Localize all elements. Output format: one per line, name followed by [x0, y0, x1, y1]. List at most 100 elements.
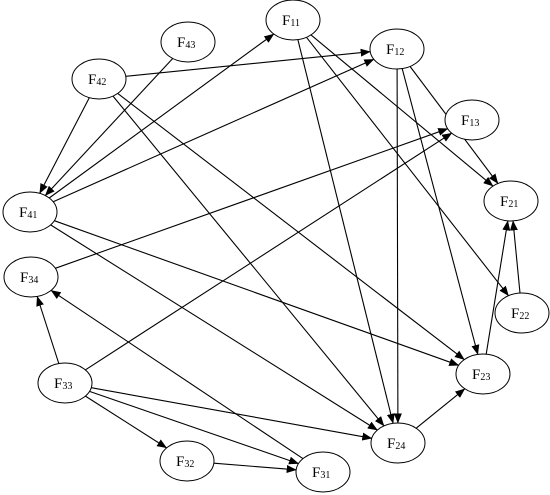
edge-f42-to-f41: [39, 97, 90, 194]
edge-f11-to-f22: [306, 36, 509, 297]
node-label-letter: F: [312, 465, 320, 481]
node-label: F24: [387, 436, 405, 452]
edge-line: [85, 395, 168, 449]
node-label: F22: [511, 306, 529, 322]
edge-line: [213, 462, 297, 474]
edge-f33-to-f31: [89, 390, 299, 465]
node-label-letter: F: [88, 72, 96, 88]
edge-f33-to-f34: [36, 296, 60, 364]
edge-f33-to-f13: [85, 132, 453, 371]
node-label-subscript: 41: [27, 210, 37, 221]
edge-f11-to-f21: [310, 34, 494, 187]
edge-line: [509, 220, 521, 294]
node-label-letter: F: [500, 194, 508, 210]
node-label: F12: [386, 42, 404, 58]
node-label-subscript: 11: [290, 18, 300, 29]
edge-f43-to-f41: [44, 58, 174, 196]
node-f24: F24: [370, 422, 426, 464]
node-ellipse: [483, 180, 539, 222]
node-label-subscript: 23: [480, 372, 490, 383]
edge-line: [89, 390, 299, 465]
edge-line: [39, 97, 90, 194]
node-label-subscript: 21: [508, 199, 518, 210]
node-label-subscript: 22: [519, 311, 529, 322]
node-label-letter: F: [511, 306, 519, 322]
edge-f33-to-f32: [85, 395, 168, 449]
edge-line: [112, 95, 385, 427]
edge-f24-to-f23: [415, 388, 466, 429]
edge-f31-to-f34: [50, 289, 304, 460]
node-label-letter: F: [461, 113, 469, 129]
edge-line: [125, 48, 371, 77]
node-ellipse: [444, 99, 500, 141]
node-f22: F22: [494, 292, 550, 334]
node-label-letter: F: [386, 42, 394, 58]
node-label-subscript: 42: [96, 77, 106, 88]
edge-line: [401, 68, 480, 355]
node-label: F42: [88, 72, 106, 88]
edge-line: [36, 296, 60, 364]
node-label: F13: [461, 113, 479, 129]
node-label-letter: F: [20, 270, 28, 286]
node-ellipse: [71, 58, 127, 100]
node-f13: F13: [444, 99, 500, 141]
edge-line: [117, 92, 465, 361]
node-f34: F34: [3, 256, 59, 298]
node-label-subscript: 24: [395, 441, 405, 452]
node-label: F33: [54, 376, 72, 392]
node-label-letter: F: [387, 436, 395, 452]
edge-line: [485, 220, 511, 355]
edge-f32-to-f31: [213, 462, 297, 474]
node-label-letter: F: [176, 454, 184, 470]
node-f31: F31: [295, 451, 351, 493]
edge-line: [52, 58, 375, 203]
node-label: F32: [176, 454, 194, 470]
node-label-letter: F: [54, 376, 62, 392]
edge-f42-to-f23: [117, 92, 465, 361]
node-ellipse: [160, 21, 216, 63]
edge-f42-to-f24: [112, 95, 385, 427]
node-f11: F11: [265, 0, 321, 41]
node-label: F21: [500, 194, 518, 210]
node-label-subscript: 33: [62, 381, 72, 392]
node-label: F31: [312, 465, 330, 481]
edge-line: [50, 289, 304, 460]
node-label-letter: F: [472, 367, 480, 383]
edge-f41-to-f11: [48, 33, 275, 199]
node-label: F23: [472, 367, 490, 383]
edge-f11-to-f24: [297, 39, 395, 424]
node-label: F43: [177, 35, 195, 51]
edge-line: [50, 224, 378, 431]
edge-f41-to-f12: [52, 58, 375, 203]
edge-f12-to-f24: [393, 68, 402, 424]
node-f32: F32: [159, 440, 215, 482]
edge-line: [393, 68, 402, 424]
edge-f33-to-f24: [91, 387, 373, 441]
edge-line: [44, 58, 174, 196]
edge-f23-to-f21: [485, 220, 511, 355]
node-f41: F41: [2, 191, 58, 233]
node-ellipse: [369, 28, 425, 70]
edge-line: [55, 128, 449, 269]
node-ellipse: [295, 451, 351, 493]
node-label-subscript: 13: [469, 118, 479, 129]
node-f42: F42: [71, 58, 127, 100]
node-label: F34: [20, 270, 38, 286]
node-f21: F21: [483, 180, 539, 222]
edge-f12-to-f23: [401, 68, 480, 355]
node-label: F11: [282, 13, 300, 29]
edge-line: [85, 132, 453, 371]
edge-f42-to-f12: [125, 48, 371, 77]
node-label-subscript: 31: [320, 470, 330, 481]
edge-line: [306, 36, 509, 297]
node-ellipse: [3, 256, 59, 298]
node-label-subscript: 43: [185, 40, 195, 51]
node-f12: F12: [369, 28, 425, 70]
node-label-letter: F: [282, 13, 290, 29]
node-ellipse: [455, 353, 511, 395]
edge-line: [310, 34, 494, 187]
node-ellipse: [370, 422, 426, 464]
node-label-letter: F: [177, 35, 185, 51]
node-label-subscript: 34: [28, 275, 38, 286]
